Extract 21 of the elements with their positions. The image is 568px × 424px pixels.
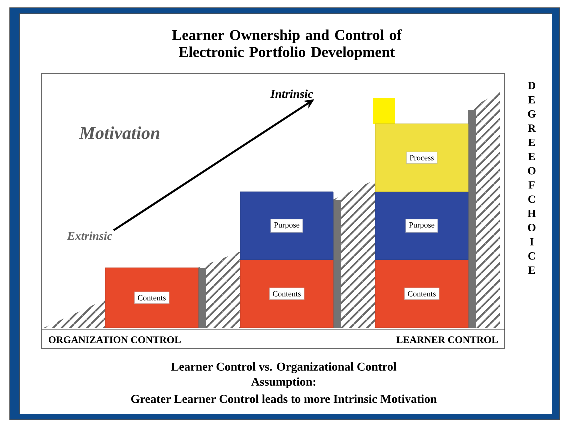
scale-label: LEARNER CONTROL bbox=[396, 336, 498, 344]
caption-line: Assumption: bbox=[251, 378, 316, 388]
block-label: Purpose bbox=[406, 219, 438, 233]
axis-label: Intrinsic bbox=[270, 90, 314, 98]
block-label: Contents bbox=[134, 292, 170, 304]
block-label: Contents bbox=[404, 288, 440, 300]
axis-label: Extrinsic bbox=[67, 232, 112, 240]
block-label: Contents bbox=[269, 288, 305, 300]
motivation-label: Motivation bbox=[79, 126, 160, 140]
block-label: Process bbox=[406, 152, 438, 164]
block bbox=[240, 260, 334, 328]
block bbox=[375, 192, 469, 260]
block bbox=[240, 192, 334, 260]
vertical-label: DEGREE OF CHOICE bbox=[528, 82, 536, 274]
block-label: Purpose bbox=[270, 219, 304, 233]
title: Learner Ownership and Control of Electronic Portfolio Development bbox=[172, 30, 402, 60]
block bbox=[375, 260, 469, 328]
block bbox=[375, 124, 469, 192]
block bbox=[105, 268, 199, 328]
caption-line: Greater Learner Control leads to more Intrinsic Motivation bbox=[131, 394, 437, 404]
caption-line: Learner Control vs. Organizational Control bbox=[171, 362, 397, 374]
